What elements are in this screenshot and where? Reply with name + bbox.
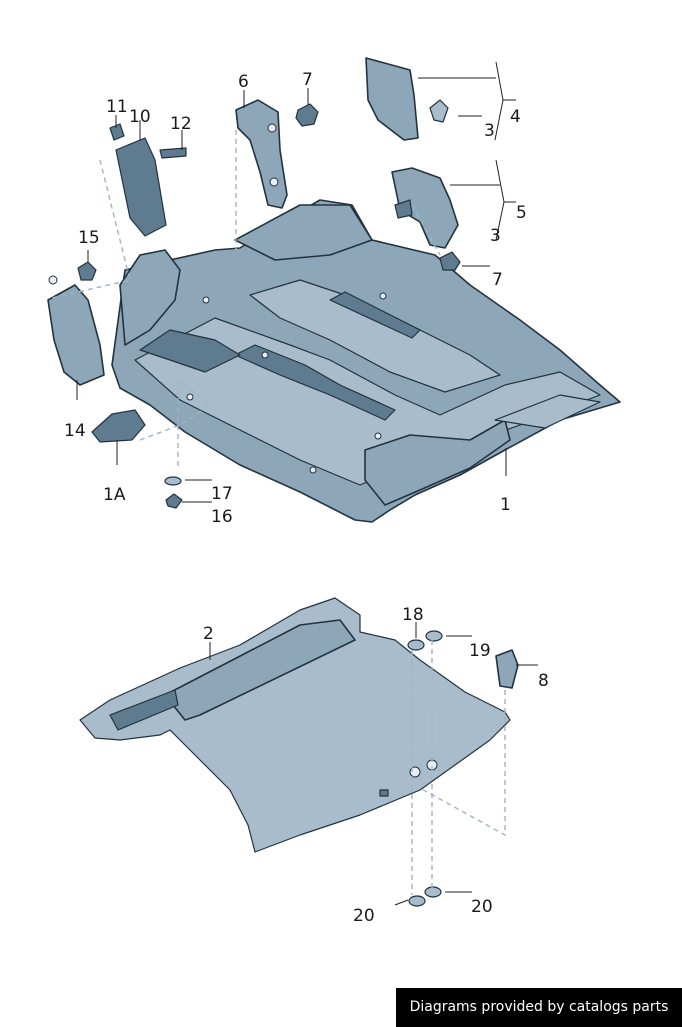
clip-16 [165,493,183,509]
callout-7-mid: 7 [492,270,503,290]
callout-19: 19 [469,641,491,661]
washer-20-left [408,895,426,907]
callout-6: 6 [238,72,249,92]
callout-18: 18 [402,605,424,625]
nut-15 [77,261,97,281]
callout-8: 8 [538,671,549,691]
luggage-mat-2 [79,597,511,853]
footrest-10 [109,123,187,237]
nut-7-top [295,103,319,127]
washer-18 [407,639,425,651]
callout-12: 12 [170,114,192,134]
part-1a [91,409,146,443]
callout-3-top: 3 [484,121,495,141]
washer-17 [164,476,182,486]
credit-text: Diagrams provided by catalogs parts [409,999,669,1015]
callout-10: 10 [129,107,151,127]
callout-14: 14 [64,421,86,441]
bracket-5 [391,167,461,271]
callout-20-left: 20 [353,906,375,926]
callout-5: 5 [516,203,527,223]
callout-17: 17 [211,484,233,504]
callout-7-top: 7 [302,70,313,90]
trim-14 [47,275,105,386]
callout-3-mid: 3 [490,226,501,246]
credit-banner: Diagrams provided by catalogs parts [396,988,682,1027]
callout-labels: 11 10 12 6 7 4 3 5 3 7 15 14 1A 17 16 1 … [64,70,549,926]
leader-lines [76,61,538,906]
callout-20-right: 20 [471,897,493,917]
callout-11: 11 [106,97,128,117]
washer-20-right [424,886,442,898]
assembly-lines [51,130,506,895]
callout-16: 16 [211,507,233,527]
callout-2: 2 [203,624,214,644]
callout-15: 15 [78,228,100,248]
trim-4 [365,57,449,141]
callout-1: 1 [500,495,511,515]
callout-4: 4 [510,107,521,127]
callout-1a: 1A [103,485,126,505]
floor-covering [111,199,621,523]
clip-8 [495,649,519,689]
bracket-6 [235,99,288,209]
washer-19 [425,630,443,642]
